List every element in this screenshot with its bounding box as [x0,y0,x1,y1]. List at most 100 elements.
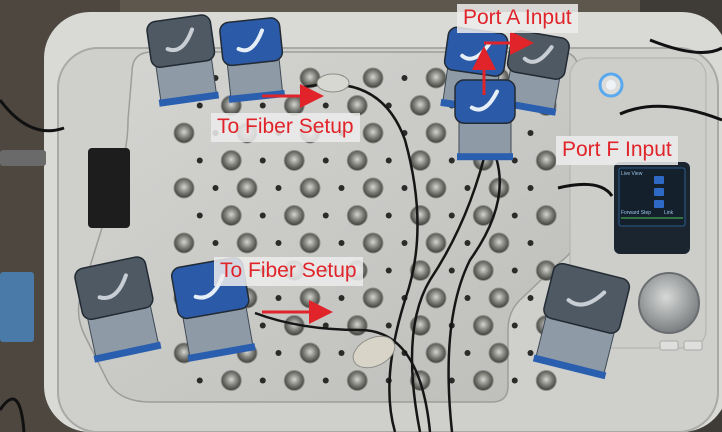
optical-module [532,262,631,380]
screen-title: Live View [621,171,643,177]
mounting-socket [283,150,305,171]
deck-hole [322,157,329,164]
fiber-cable [410,141,490,432]
mounting-socket [472,260,494,281]
arrows [262,31,534,324]
mounting-socket [346,370,368,391]
mounting-socket [173,122,195,144]
deck-hole [401,240,408,246]
mounting-socket [220,205,242,226]
fiber-coupler-icon [316,73,350,93]
deck-hole [385,267,392,274]
fiber-coupler-icon [352,335,396,369]
mounting-socket [362,232,384,254]
mounting-socket [173,232,195,254]
mounting-socket [409,150,431,171]
deck-hole [511,267,518,274]
deck-hole [401,75,408,81]
side-latch [88,148,130,228]
mounting-socket [220,370,242,391]
deck-hole [196,102,203,109]
annotation-to-fiber-setup-top: To Fiber Setup [211,113,360,142]
deck-hole [259,102,266,109]
annotation-port-a-input: Port A Input [457,4,578,33]
deck-hole [259,157,266,164]
mounting-socket [425,342,447,364]
deck-hole [322,102,329,109]
mounting-socket [362,122,384,144]
deck-hole [259,322,266,329]
mounting-socket [488,287,510,309]
deck-hole [322,322,329,329]
mounting-socket [472,315,494,336]
deck-hole [527,240,534,246]
mounting-socket [299,177,321,199]
screen-footer-left: Forward Step [621,210,651,216]
deck-hole [401,185,408,191]
mounting-socket [488,232,510,254]
deck-hole [196,157,203,164]
mounting-socket [220,150,242,171]
deck-hole [338,295,345,301]
mounting-socket [283,370,305,391]
deck-hole [448,267,455,274]
deck-hole [385,157,392,164]
deck-hole [338,240,345,246]
deck-hole [196,212,203,219]
deck-hole [527,130,534,136]
deck-hole [511,322,518,329]
deck-hole [527,185,534,191]
mounting-socket [535,370,557,391]
deck-hole [511,157,518,164]
mounting-socket [425,122,447,144]
annotation-port-f-input: Port F Input [556,136,678,165]
deck-hole [196,377,203,384]
mounting-socket [425,67,447,89]
mounting-socket [425,177,447,199]
mounting-socket [346,315,368,336]
mounting-socket [535,150,557,171]
optical-module [454,79,516,161]
fiber-cable [254,311,432,432]
mounting-socket [346,150,368,171]
deck-hole [448,377,455,384]
mounting-socket [362,67,384,89]
deck-hole [259,212,266,219]
mounting-socket [299,287,321,309]
deck-hole [448,157,455,164]
mounting-socket [362,177,384,199]
deck-hole [511,212,518,219]
fiber-cable [447,135,501,432]
mounting-socket [409,95,431,116]
deck-hole [275,350,282,356]
mounting-socket [173,177,195,199]
mounting-socket [346,205,368,226]
deck-hole [464,295,471,301]
optical-module [501,30,570,116]
annotation-to-fiber-setup-bottom: To Fiber Setup [214,257,363,286]
mounting-socket [472,370,494,391]
mounting-socket [362,287,384,309]
mounting-socket [425,287,447,309]
deck-hole [275,185,282,191]
mounting-socket [409,205,431,226]
fiber-cable [299,83,419,432]
mounting-socket [488,342,510,364]
mounting-socket [535,205,557,226]
deck-hole [212,185,219,191]
deck-hole [464,185,471,191]
deck-hole [527,295,534,301]
mounting-socket [283,205,305,226]
optical-module [219,17,286,103]
deck-hole [259,377,266,384]
deck-hole [464,350,471,356]
mounting-socket [425,232,447,254]
deck-hole [527,350,534,356]
screen-footer-right: Link [664,210,674,216]
mounting-socket [299,342,321,364]
deck-hole [385,212,392,219]
knob-icon[interactable] [638,272,700,334]
deck-hole [322,377,329,384]
deck-hole [448,212,455,219]
